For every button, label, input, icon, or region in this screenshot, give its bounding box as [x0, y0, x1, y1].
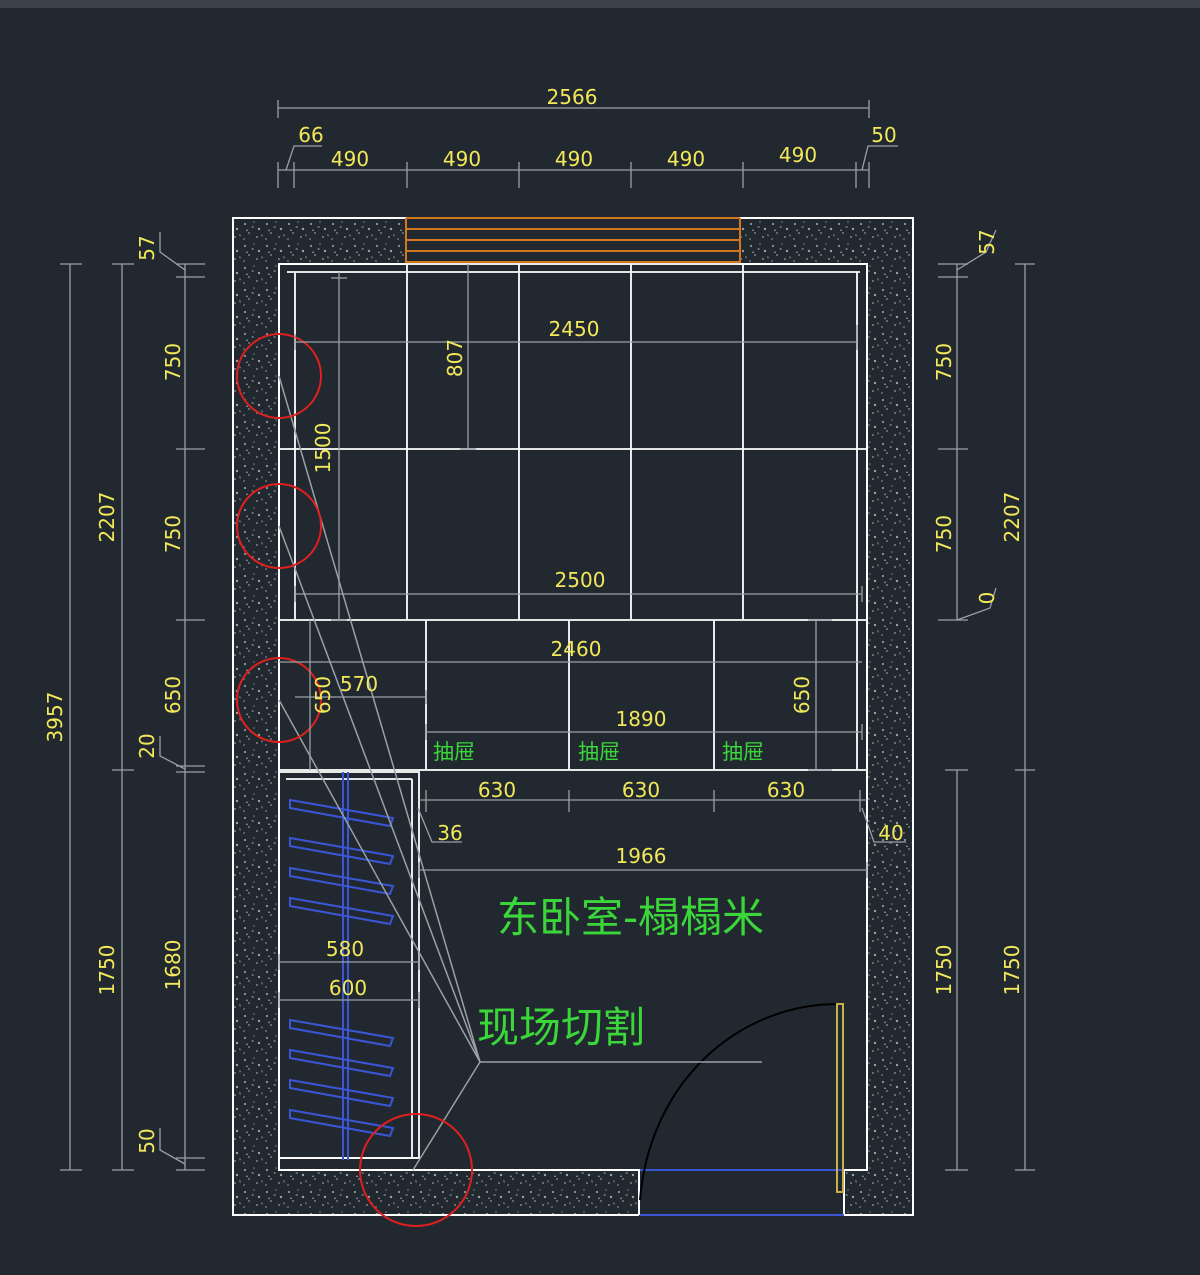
dim-left-row-1: 750 [161, 343, 185, 381]
door-swing-arc [639, 1003, 839, 1201]
dim-right-zero: 0 [975, 592, 999, 605]
dim-left-top-gap: 57 [135, 235, 159, 260]
dim-right-top-gap: 57 [975, 229, 999, 254]
field-cut-label: 现场切割 [477, 1003, 645, 1052]
dim-left-wardrobe: 1680 [161, 940, 185, 991]
dim-650-left: 650 [311, 676, 335, 714]
interior-dimension-lines [278, 264, 906, 1008]
dim-top-module-2: 490 [443, 147, 481, 171]
dim-2500: 2500 [555, 568, 606, 592]
cut-markers [236, 333, 473, 1227]
drawer-label-3: 抽屉 [722, 740, 764, 764]
dim-drawer-width-3: 630 [767, 778, 805, 802]
dim-left-overall: 3957 [43, 692, 67, 743]
dim-top-module-3: 490 [555, 147, 593, 171]
room-name-label: 东卧室-榻榻米 [497, 893, 764, 942]
hanger-rail [342, 772, 349, 1160]
dim-right-row-2: 750 [932, 515, 956, 553]
window [405, 217, 741, 264]
dim-left-row-2: 750 [161, 515, 185, 553]
dim-top-module-1: 490 [331, 147, 369, 171]
dim-right-lower-outer: 1750 [1000, 945, 1024, 996]
top-dimension-lines [277, 100, 898, 188]
tatami-platform [278, 263, 868, 771]
dim-1500: 1500 [311, 423, 335, 474]
dim-570: 570 [340, 672, 378, 696]
dim-top-overall: 2566 [547, 85, 598, 109]
leader-lines [278, 375, 762, 1171]
window-top-bar [0, 0, 1200, 8]
dim-2460: 2460 [551, 637, 602, 661]
dim-drawer-width-2: 630 [622, 778, 660, 802]
dim-top-right-offset: 50 [871, 123, 896, 147]
wardrobe [278, 771, 420, 1160]
cut-marker-2 [236, 483, 322, 569]
door-leaf [836, 1003, 844, 1193]
dim-left-bottom-gap: 50 [135, 1128, 159, 1153]
dim-top-left-offset: 66 [298, 123, 323, 147]
dim-top-module-5: 490 [779, 143, 817, 167]
dim-drawer-width-1: 630 [478, 778, 516, 802]
cut-marker-3 [236, 657, 322, 743]
hangers [289, 798, 395, 1138]
dim-807: 807 [443, 339, 467, 377]
dim-650-right: 650 [790, 676, 814, 714]
drawer-label-1: 抽屉 [433, 740, 475, 764]
dim-580: 580 [326, 937, 364, 961]
dim-1890: 1890 [616, 707, 667, 731]
cut-marker-1 [236, 333, 322, 419]
drawer-label-2: 抽屉 [578, 740, 620, 764]
dim-right-lower-inner: 1750 [932, 945, 956, 996]
dim-right-upper: 2207 [1000, 492, 1024, 543]
dim-left-upper: 2207 [95, 492, 119, 543]
dim-36: 36 [437, 821, 462, 845]
dim-1966: 1966 [616, 844, 667, 868]
dim-left-lower: 1750 [95, 945, 119, 996]
dim-40: 40 [878, 821, 903, 845]
dim-right-row-1: 750 [932, 343, 956, 381]
dim-600: 600 [329, 976, 367, 1000]
door [639, 1003, 844, 1216]
dim-left-row-3: 650 [161, 676, 185, 714]
dim-left-gap: 20 [135, 733, 159, 758]
wall-hatch [233, 218, 913, 1215]
dim-top-module-4: 490 [667, 147, 705, 171]
dim-2450: 2450 [549, 317, 600, 341]
cut-marker-4 [359, 1113, 473, 1227]
right-dimension-lines [938, 229, 1035, 1171]
left-dimension-lines [60, 232, 205, 1171]
